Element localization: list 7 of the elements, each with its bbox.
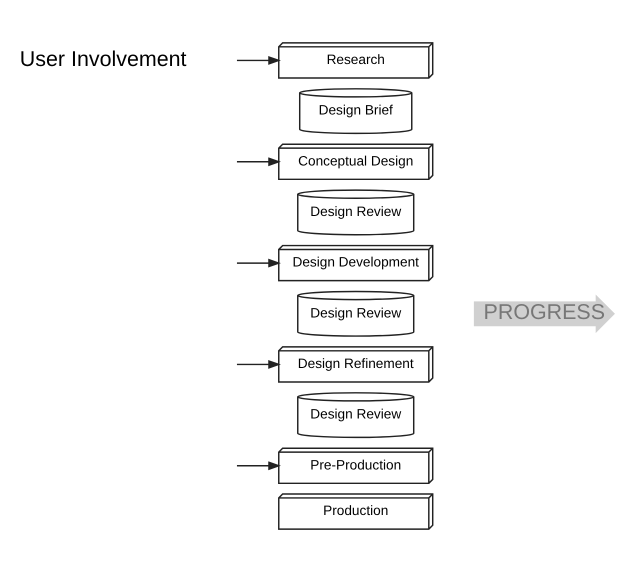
arrow [236, 461, 281, 470]
arrow [236, 258, 281, 268]
arrow [236, 157, 281, 166]
label: PROGRESS [484, 300, 605, 324]
arrow [236, 360, 281, 369]
label: User Involvement [20, 46, 187, 71]
arrow [236, 56, 281, 65]
